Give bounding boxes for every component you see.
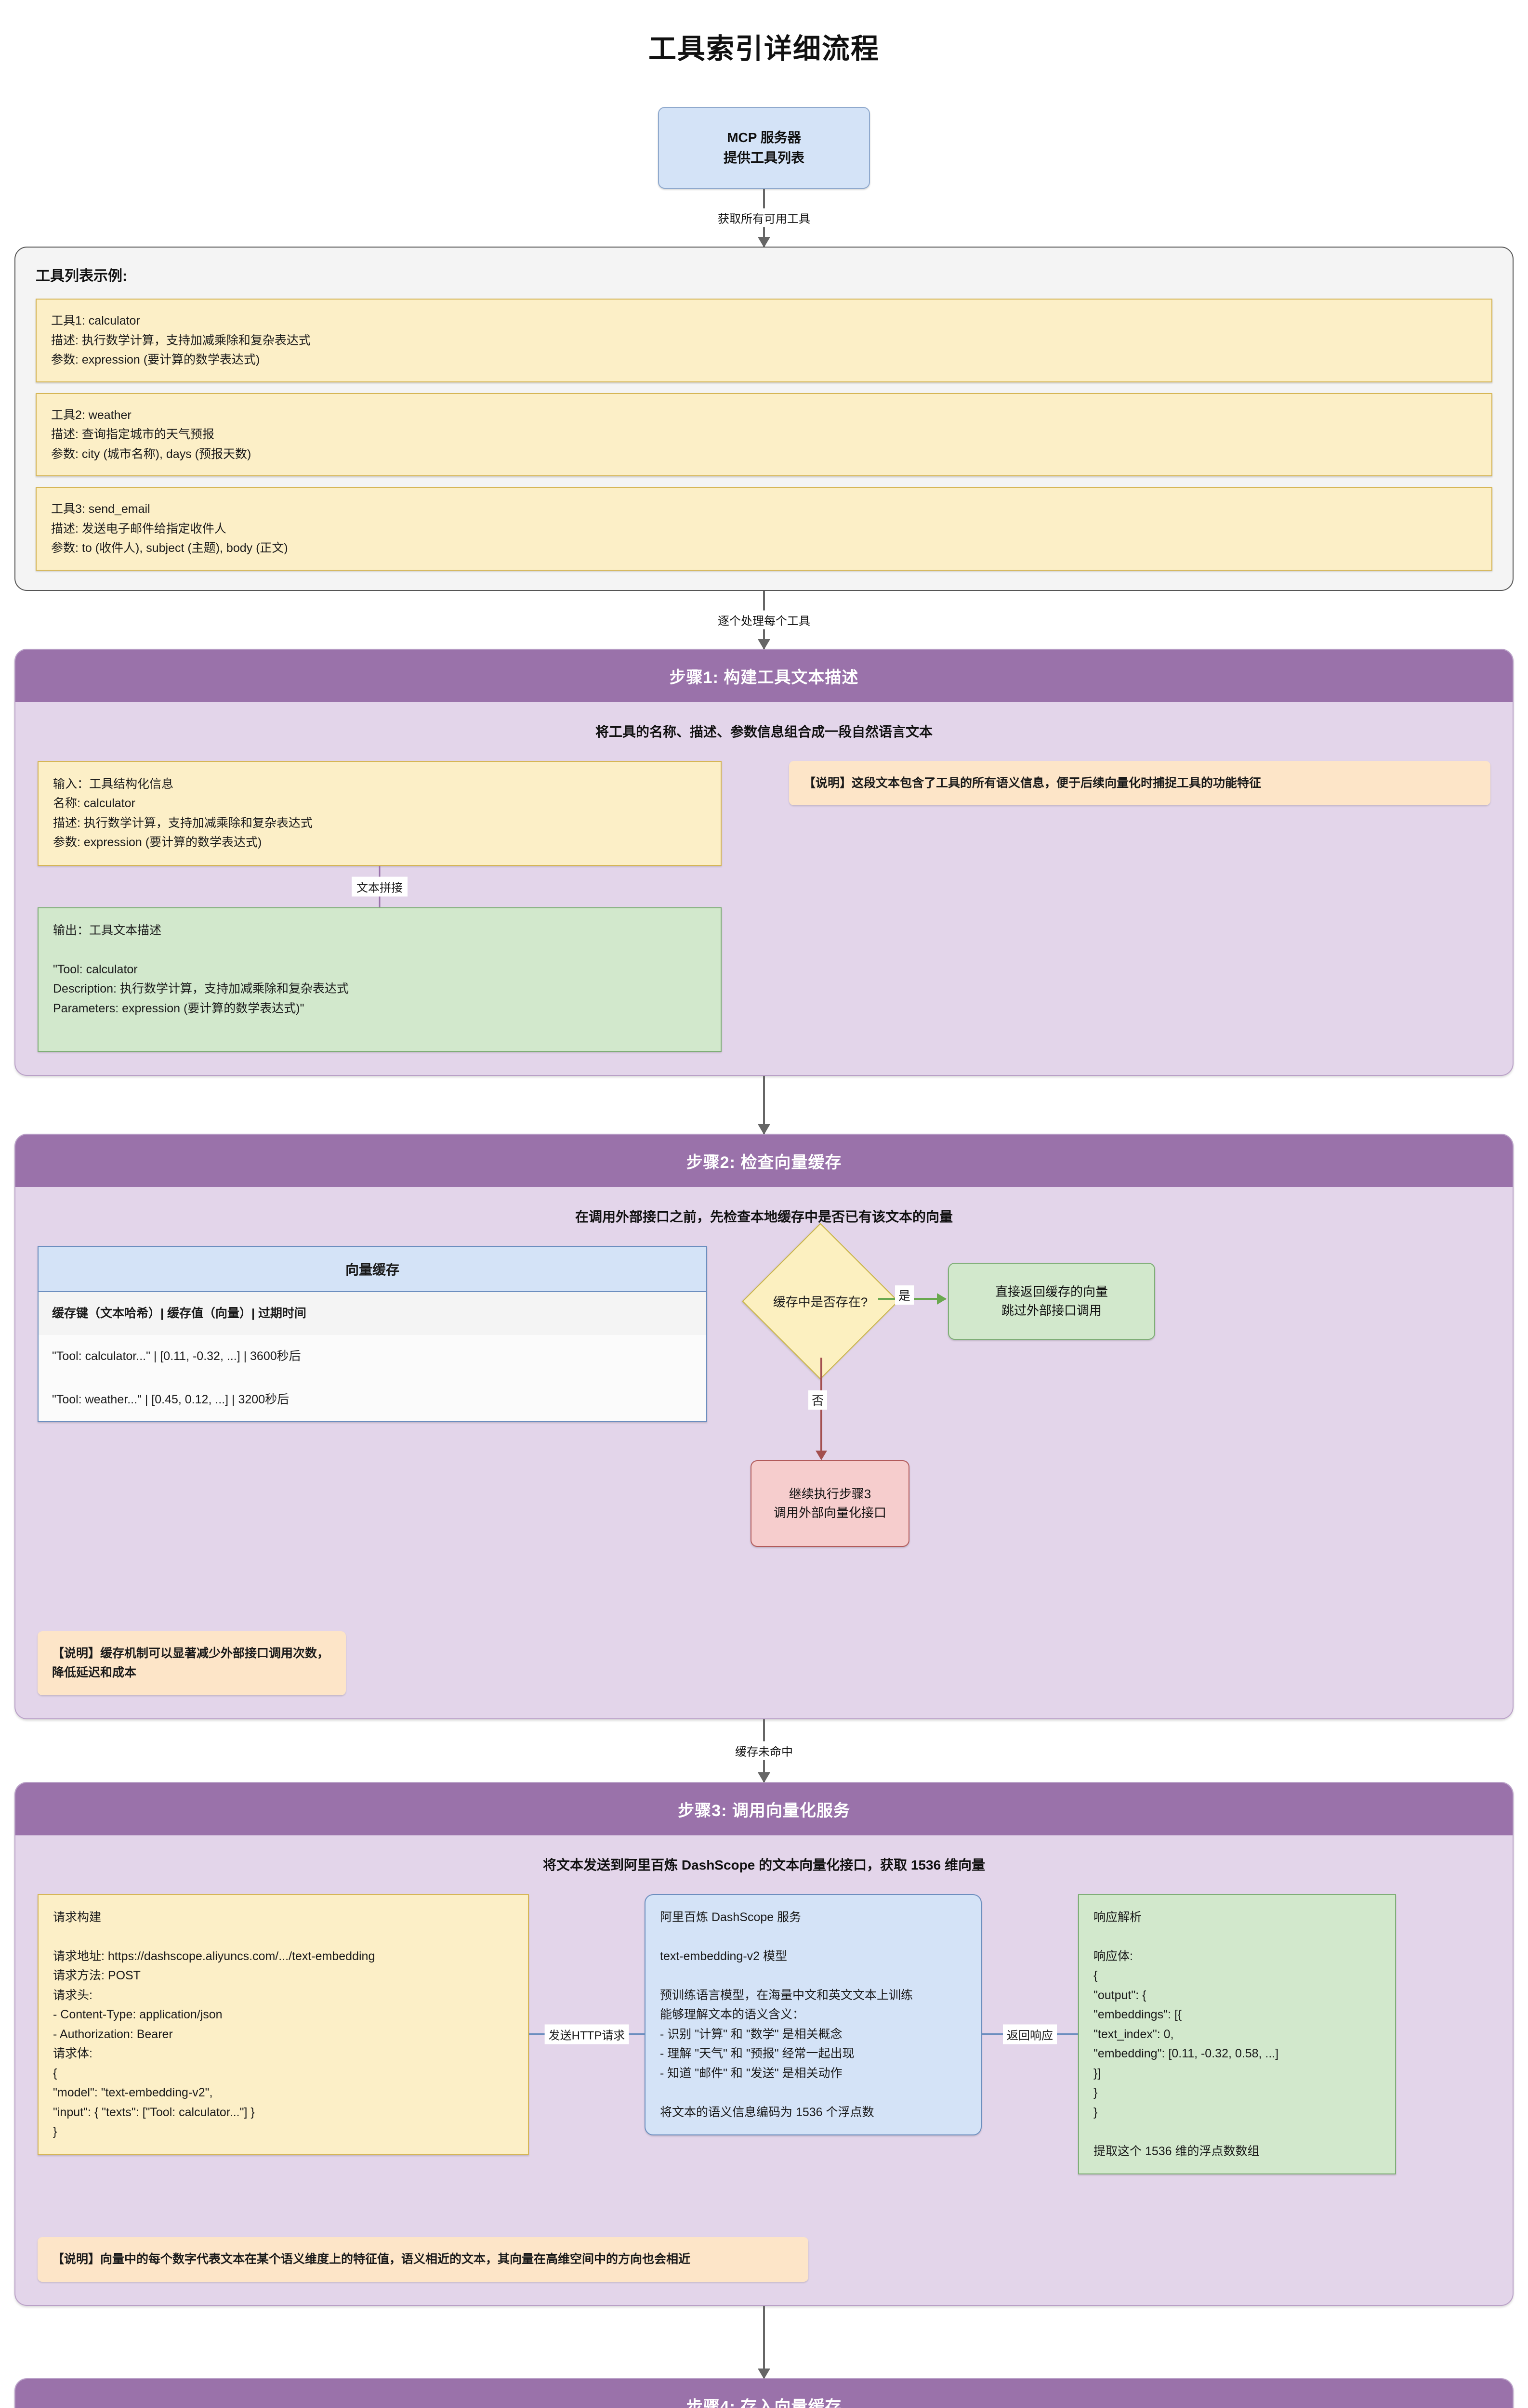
step3-subgraph: 步骤3: 调用向量化服务 将文本发送到阿里百炼 DashScope 的文本向量化… bbox=[14, 1781, 1514, 2306]
step2-left-column: 向量缓存 缓存键（文本哈希）| 缓存值（向量）| 过期时间 "Tool: cal… bbox=[38, 1245, 707, 1422]
tool-list-heading: 工具列表示例: bbox=[36, 268, 127, 284]
step1-right-column: 【说明】这段文本包含了工具的所有语义信息，便于后续向量化时捕捉工具的功能特征 bbox=[722, 760, 1490, 811]
tool-list-container: 工具列表示例: 工具1: calculator 描述: 执行数学计算，支持加减乘… bbox=[14, 247, 1514, 591]
step3-service-box: 阿里百炼 DashScope 服务 text-embedding-v2 模型 预… bbox=[645, 1894, 982, 2135]
connector-step2-step3: 缓存未命中 bbox=[0, 1719, 1528, 1782]
arrow-step2-to-step3: 缓存未命中 bbox=[731, 1719, 797, 1782]
step1-body: 将工具的名称、描述、参数信息组合成一段自然语言文本 输入：工具结构化信息 名称:… bbox=[15, 702, 1513, 1075]
step1-subgraph: 步骤1: 构建工具文本描述 将工具的名称、描述、参数信息组合成一段自然语言文本 … bbox=[14, 648, 1514, 1076]
start-section: MCP 服务器 提供工具列表 获取所有可用工具 bbox=[0, 66, 1528, 247]
step3-send-connector: 发送HTTP请求 bbox=[529, 2024, 645, 2044]
step1-inner-connector: 文本拼接 bbox=[38, 865, 722, 907]
edge-label-return-response: 返回响应 bbox=[1003, 2024, 1057, 2044]
step3-body: 将文本发送到阿里百炼 DashScope 的文本向量化接口，获取 1536 维向… bbox=[15, 1835, 1513, 2305]
tool-card: 工具1: calculator 描述: 执行数学计算，支持加减乘除和复杂表达式 … bbox=[36, 299, 1492, 382]
step2-decision-column: 缓存中是否存在? 是 直接返回缓存的向量 跳过外部接口调用 否 继续执行步骤3 … bbox=[707, 1222, 1490, 1593]
edge-label-no: 否 bbox=[808, 1390, 828, 1410]
arrow-tools-to-step1: 逐个处理每个工具 bbox=[714, 590, 814, 649]
edge-label-cache-miss: 缓存未命中 bbox=[731, 1741, 797, 1760]
step3-request-box: 请求构建 请求地址: https://dashscope.aliyuncs.co… bbox=[38, 1894, 529, 2155]
step2-subgraph: 步骤2: 检查向量缓存 在调用外部接口之前，先检查本地缓存中是否已有该文本的向量… bbox=[14, 1133, 1514, 1719]
step3-note: 【说明】向量中的每个数字代表文本在某个语义维度上的特征值，语义相近的文本，其向量… bbox=[38, 2237, 808, 2282]
page-title: 工具索引详细流程 bbox=[648, 33, 880, 65]
vector-cache-table-title: 向量缓存 bbox=[39, 1246, 706, 1292]
step1-header: 步骤1: 构建工具文本描述 bbox=[15, 649, 1513, 702]
table-row: "Tool: calculator..." | [0.11, -0.32, ..… bbox=[52, 1349, 301, 1363]
step3-return-connector: 返回响应 bbox=[982, 2024, 1078, 2044]
arrow-step1-to-step2 bbox=[763, 1075, 765, 1134]
step1-input-box: 输入：工具结构化信息 名称: calculator 描述: 执行数学计算，支持加… bbox=[38, 760, 722, 866]
node-cache-miss-continue[interactable]: 继续执行步骤3 调用外部向量化接口 bbox=[751, 1460, 909, 1547]
table-row: "Tool: weather..." | [0.45, 0.12, ...] |… bbox=[52, 1392, 290, 1406]
step1-caption: 将工具的名称、描述、参数信息组合成一段自然语言文本 bbox=[595, 724, 933, 739]
connector-step1-step2 bbox=[0, 1075, 1528, 1134]
step4-subgraph: 步骤4: 存入向量缓存 将新获取的向量存入缓存，下次遇到相同文本时可以直接使用 … bbox=[14, 2378, 1514, 2408]
step1-output-box: 输出：工具文本描述 "Tool: calculator Description:… bbox=[38, 907, 722, 1052]
tool-card: 工具3: send_email 描述: 发送电子邮件给指定收件人 参数: to … bbox=[36, 487, 1492, 571]
edge-label-process-each-tool: 逐个处理每个工具 bbox=[714, 610, 814, 629]
edge-label-yes: 是 bbox=[895, 1285, 914, 1305]
edge-label-send-http: 发送HTTP请求 bbox=[544, 2024, 629, 2044]
arrow-start-to-tools: 获取所有可用工具 bbox=[714, 189, 814, 247]
step1-left-column: 输入：工具结构化信息 名称: calculator 描述: 执行数学计算，支持加… bbox=[38, 760, 722, 1052]
arrow-step3-to-step4 bbox=[763, 2305, 765, 2378]
step2-note: 【说明】缓存机制可以显著减少外部接口调用次数，降低延迟和成本 bbox=[38, 1631, 346, 1695]
vector-cache-table-columns: 缓存键（文本哈希）| 缓存值（向量）| 过期时间 bbox=[39, 1292, 706, 1335]
edge-label-get-tools: 获取所有可用工具 bbox=[714, 208, 814, 227]
step2-body: 在调用外部接口之前，先检查本地缓存中是否已有该文本的向量 向量缓存 缓存键（文本… bbox=[15, 1187, 1513, 1718]
cache-decision-label: 缓存中是否存在? bbox=[773, 1295, 868, 1309]
connector-step3-step4 bbox=[0, 2305, 1528, 2378]
edge-label-text-concat: 文本拼接 bbox=[352, 877, 408, 896]
node-cache-hit-return[interactable]: 直接返回缓存的向量 跳过外部接口调用 bbox=[948, 1262, 1155, 1340]
tool-card: 工具2: weather 描述: 查询指定城市的天气预报 参数: city (城… bbox=[36, 393, 1492, 476]
step2-caption: 在调用外部接口之前，先检查本地缓存中是否已有该文本的向量 bbox=[575, 1209, 953, 1224]
step1-note: 【说明】这段文本包含了工具的所有语义信息，便于后续向量化时捕捉工具的功能特征 bbox=[789, 760, 1490, 805]
node-mcp-server[interactable]: MCP 服务器 提供工具列表 bbox=[658, 107, 870, 189]
step3-caption: 将文本发送到阿里百炼 DashScope 的文本向量化接口，获取 1536 维向… bbox=[543, 1857, 985, 1872]
step3-response-box: 响应解析 响应体: { "output": { "embeddings": [{… bbox=[1078, 1894, 1396, 2174]
step4-header: 步骤4: 存入向量缓存 bbox=[15, 2379, 1513, 2408]
cache-decision[interactable]: 缓存中是否存在? bbox=[742, 1222, 899, 1380]
step3-header: 步骤3: 调用向量化服务 bbox=[15, 1782, 1513, 1835]
step2-header: 步骤2: 检查向量缓存 bbox=[15, 1134, 1513, 1187]
connector-tools-step1: 逐个处理每个工具 bbox=[0, 590, 1528, 649]
vector-cache-table: 向量缓存 缓存键（文本哈希）| 缓存值（向量）| 过期时间 "Tool: cal… bbox=[38, 1245, 707, 1422]
